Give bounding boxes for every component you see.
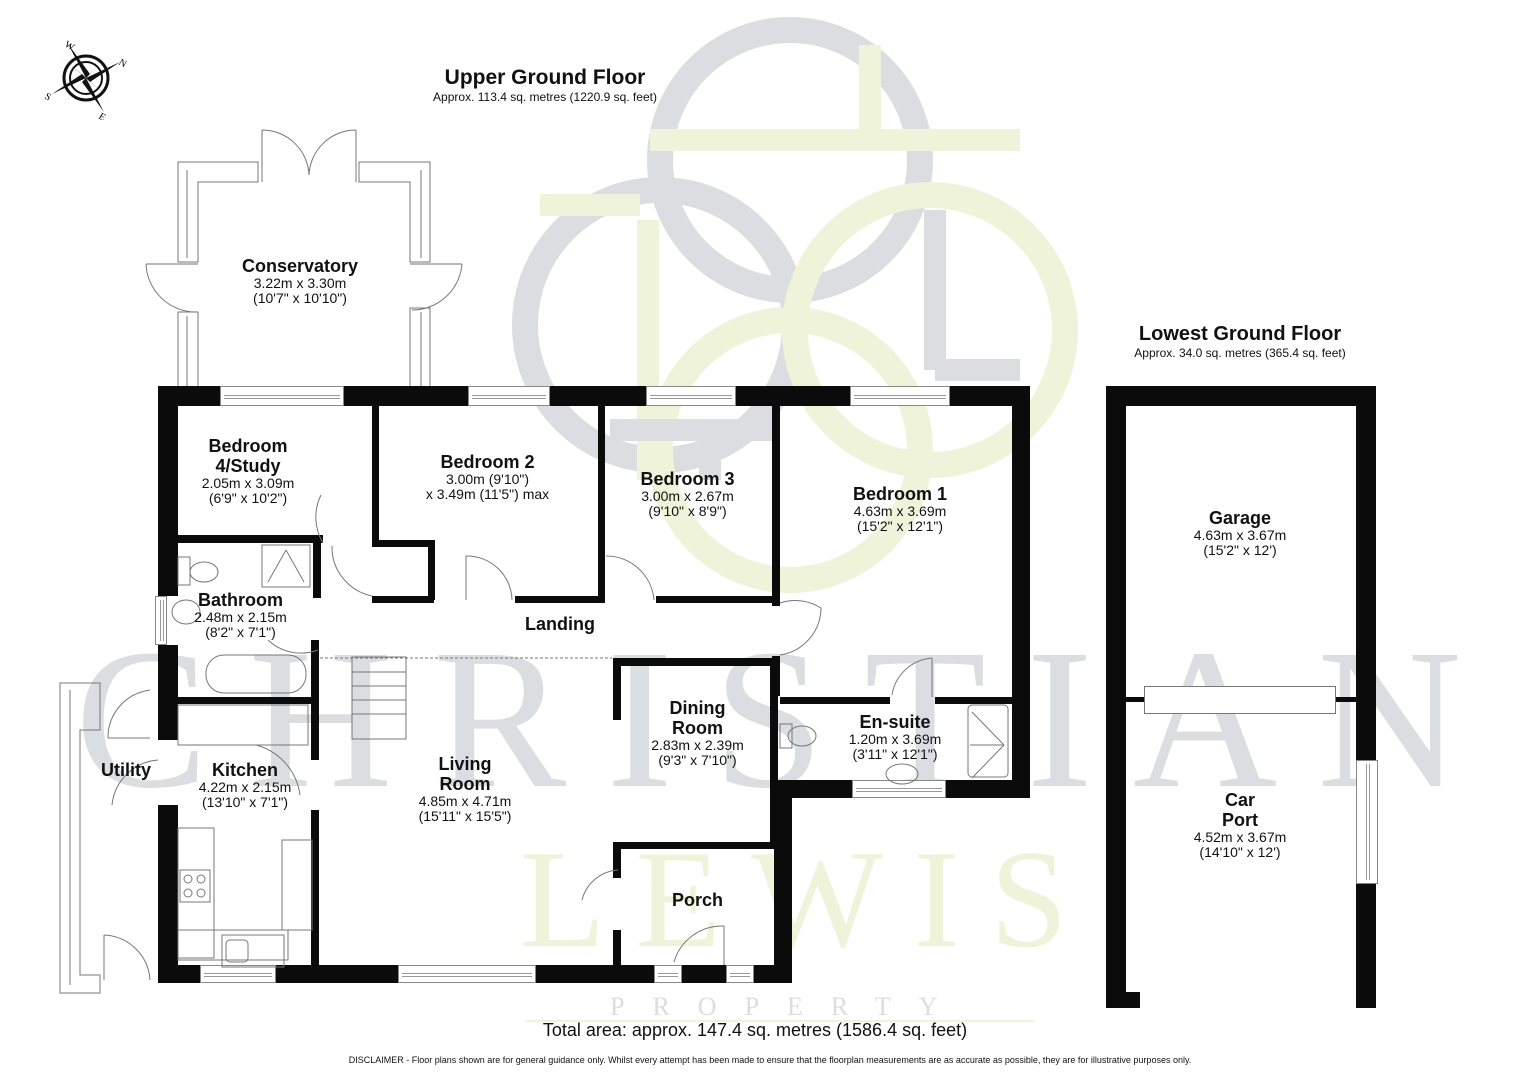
room-name: Conservatory [241, 256, 359, 276]
room-bedroom-1: Bedroom 1 4.63m x 3.69m (15'2" x 12'1") [830, 484, 970, 534]
watermark-rule [525, 1020, 1035, 1022]
room-metric: 4.85m x 4.71m [418, 793, 512, 809]
room-name-line1: Car [1224, 790, 1255, 810]
room-metric: 4.22m x 2.15m [198, 779, 292, 795]
room-metric: 3.00m x 2.67m [641, 488, 734, 504]
room-en-suite: En-suite 1.20m x 3.69m (3'11" x 12'1") [830, 712, 960, 762]
room-name-line1: Bedroom [208, 436, 288, 456]
room-bedroom-2: Bedroom 2 3.00m (9'10") x 3.49m (11'5") … [400, 452, 575, 502]
room-porch: Porch [650, 890, 745, 910]
room-metric: 3.22m x 3.30m [253, 275, 347, 291]
room-name: Landing [525, 614, 595, 634]
room-name: Bedroom 1 [852, 484, 948, 504]
room-name: Utility [100, 760, 151, 780]
room-name-line1: Dining [669, 698, 726, 718]
lowest-floor-title: Lowest Ground Floor [1138, 323, 1342, 345]
room-metric: 4.63m x 3.67m [1193, 527, 1287, 543]
room-imperial: (13'10" x 7'1") [201, 794, 289, 810]
room-metric: 4.63m x 3.69m [853, 503, 947, 519]
room-metric: 4.52m x 3.67m [1193, 829, 1287, 845]
upper-floor-area: Approx. 113.4 sq. metres (1220.9 sq. fee… [433, 90, 657, 104]
room-name: Bedroom 3 [640, 469, 735, 489]
room-metric: 2.83m x 2.39m [651, 737, 744, 753]
room-utility: Utility [84, 760, 168, 780]
garage-door-beam [1144, 686, 1336, 714]
room-imperial: (15'11" x 15'5") [418, 808, 512, 824]
compass-rose-icon: W N S E [43, 39, 129, 120]
room-dining-room: Dining Room 2.83m x 2.39m (9'3" x 7'10") [630, 698, 765, 768]
room-metric: 1.20m x 3.69m [848, 731, 942, 747]
room-imperial: (9'3" x 7'10") [658, 752, 737, 768]
room-metric: 3.00m (9'10") [445, 471, 530, 487]
room-name: En-suite [859, 712, 931, 732]
room-name: Bathroom [198, 590, 283, 610]
room-bathroom: Bathroom 2.48m x 2.15m (8'2" x 7'1") [178, 590, 303, 640]
room-name: Garage [1208, 508, 1272, 528]
room-imperial: (14'10" x 12') [1199, 844, 1281, 860]
room-metric: 2.48m x 2.15m [194, 609, 287, 625]
room-imperial: (15'2" x 12') [1203, 542, 1277, 558]
room-kitchen: Kitchen 4.22m x 2.15m (13'10" x 7'1") [180, 760, 310, 810]
room-name-line2: 4/Study [215, 456, 281, 476]
svg-text:S: S [43, 91, 53, 103]
room-imperial: (8'2" x 7'1") [205, 624, 276, 640]
room-imperial: (6'9" x 10'2") [208, 490, 288, 506]
room-name: Porch [671, 890, 723, 910]
room-landing: Landing [500, 614, 620, 634]
room-garage: Garage 4.63m x 3.67m (15'2" x 12') [1170, 508, 1310, 558]
room-car-port: Car Port 4.52m x 3.67m (14'10" x 12') [1170, 790, 1310, 860]
total-area: Total area: approx. 147.4 sq. metres (15… [542, 1020, 968, 1040]
room-imperial: (15'2" x 12'1") [856, 518, 944, 534]
room-imperial: (10'7" x 10'10") [253, 290, 347, 306]
room-imperial: (9'10" x 8'9") [648, 503, 727, 519]
room-living-room: Living Room 4.85m x 4.71m (15'11" x 15'5… [395, 754, 535, 824]
room-name-line2: Room [672, 718, 723, 738]
room-imperial: x 3.49m (11'5") max [425, 486, 550, 502]
room-name-line1: Living [438, 754, 492, 774]
upper-floor-title: Upper Ground Floor [444, 66, 646, 89]
room-bedroom-4-study: Bedroom 4/Study 2.05m x 3.09m (6'9" x 10… [188, 436, 308, 506]
room-name-line2: Port [1222, 810, 1258, 830]
svg-text:E: E [97, 111, 108, 120]
room-metric: 2.05m x 3.09m [201, 475, 295, 491]
room-name-line2: Room [439, 774, 491, 794]
upper-floor-heading: Upper Ground Floor Approx. 113.4 sq. met… [380, 66, 710, 104]
room-conservatory: Conservatory 3.22m x 3.30m (10'7" x 10'1… [220, 256, 380, 306]
lowest-floor-heading: Lowest Ground Floor Approx. 34.0 sq. met… [1090, 322, 1390, 360]
room-name: Kitchen [211, 760, 278, 780]
room-bedroom-3: Bedroom 3 3.00m x 2.67m (9'10" x 8'9") [620, 469, 755, 519]
disclaimer: DISCLAIMER - Floor plans shown are for g… [348, 1055, 1192, 1065]
room-name: Bedroom 2 [440, 452, 535, 472]
lowest-floor-area: Approx. 34.0 sq. metres (365.4 sq. feet) [1134, 346, 1346, 360]
room-imperial: (3'11" x 12'1") [852, 746, 938, 762]
svg-text:N: N [117, 57, 129, 70]
